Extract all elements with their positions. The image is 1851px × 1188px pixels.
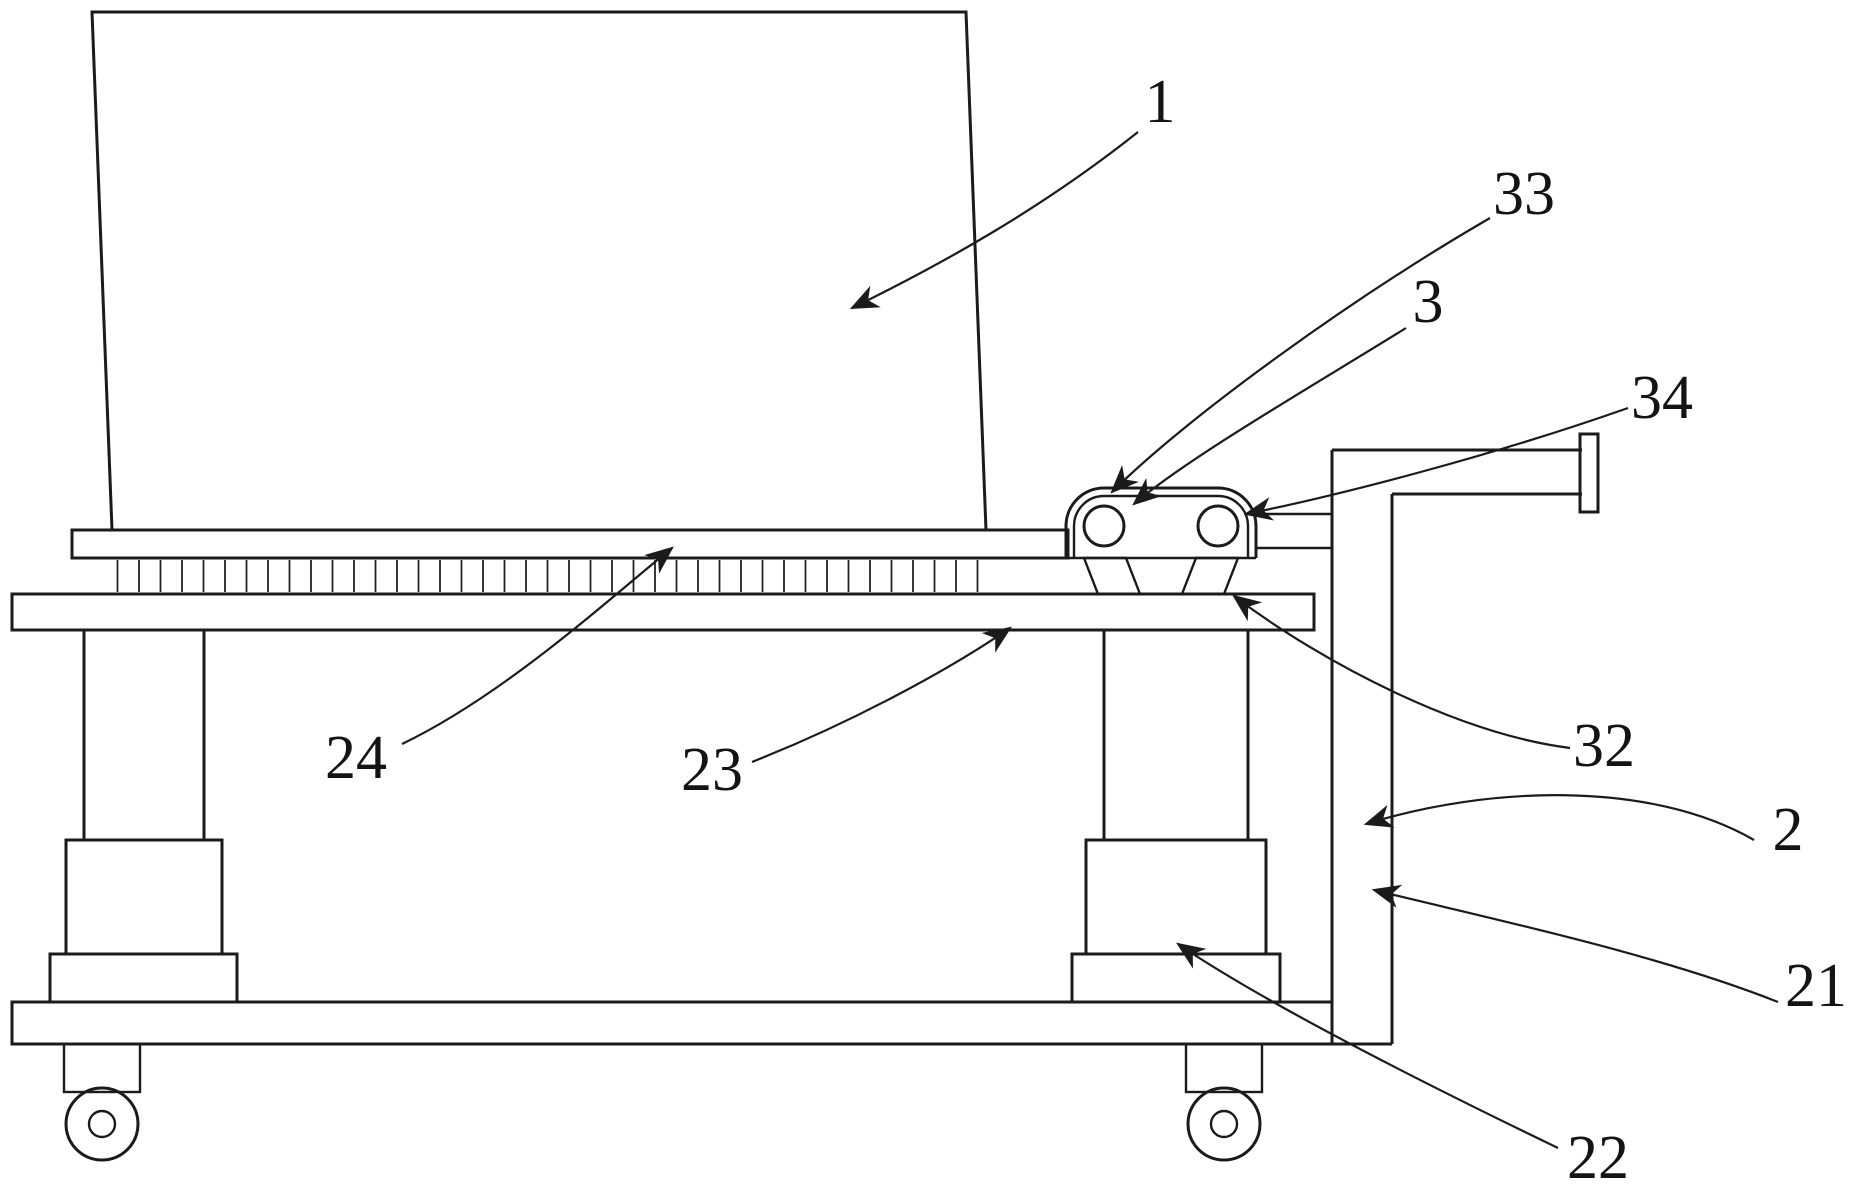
left-roller-pin: [1082, 504, 1126, 548]
left-caster-bracket: [62, 1042, 142, 1094]
left-wheel-hub: [87, 1109, 117, 1139]
left-leg: [48, 628, 239, 1004]
leader-23: [751, 626, 1012, 764]
right-clevis-bracket: [1180, 556, 1240, 596]
left-leg-upper-column: [82, 628, 206, 842]
support-plate: [70, 528, 1070, 560]
handle-end-cap: [1578, 432, 1600, 514]
ref-label-33: 33: [1493, 160, 1555, 228]
stacked-plates-panel: [90, 10, 988, 532]
right-leg-upper-column: [1102, 628, 1250, 842]
leader-24: [401, 546, 674, 745]
left-leg-foot: [48, 952, 239, 1004]
leader-21: [1371, 884, 1779, 1004]
leader-22: [1176, 942, 1559, 1149]
base-plate: [10, 1000, 1334, 1046]
push-frame: [1330, 432, 1600, 1046]
left-wheel: [64, 1086, 140, 1162]
ref-label-1: 1: [1145, 68, 1176, 136]
leader-2: [1363, 794, 1755, 841]
leader-3: [1132, 327, 1407, 506]
ref-label-2: 2: [1773, 796, 1804, 864]
leader-34: [1243, 406, 1629, 521]
right-wheel-hub: [1209, 1109, 1239, 1139]
ref-label-32: 32: [1573, 712, 1635, 780]
leader-33: [1110, 217, 1491, 494]
right-roller-pin: [1196, 504, 1240, 548]
table-top: [10, 592, 1316, 632]
ref-label-21: 21: [1785, 952, 1847, 1020]
right-caster-bracket: [1184, 1042, 1264, 1094]
ref-label-22: 22: [1567, 1124, 1629, 1188]
leader-1: [849, 131, 1139, 310]
ref-label-23: 23: [681, 736, 743, 804]
right-leg-lower-sleeve: [1084, 838, 1268, 956]
plate-teeth: [112, 560, 986, 592]
right-leg-foot: [1070, 952, 1282, 1004]
right-caster: [1184, 1042, 1264, 1162]
right-wheel: [1186, 1086, 1262, 1162]
leader-32: [1232, 594, 1571, 750]
ref-label-24: 24: [325, 724, 387, 792]
right-leg: [1070, 628, 1282, 1004]
left-caster: [62, 1042, 142, 1162]
left-clevis-bracket: [1082, 556, 1142, 596]
ref-label-34: 34: [1631, 364, 1693, 432]
left-leg-lower-sleeve: [64, 838, 224, 956]
ref-label-3: 3: [1413, 268, 1444, 336]
